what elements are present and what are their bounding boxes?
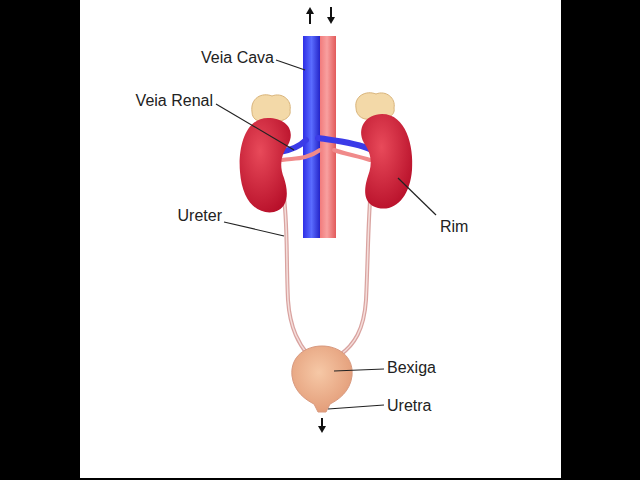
organ-label: Ureter: [178, 207, 222, 225]
vessel-label: Veia Cava: [201, 49, 274, 67]
organ-label: Rim: [440, 218, 468, 236]
organ-label: Bexiga: [387, 359, 436, 377]
organ-label: Uretra: [387, 397, 431, 415]
kidney: [240, 118, 291, 212]
leader-lines: [216, 60, 436, 409]
flow-arrows: [306, 7, 335, 24]
bladder: [292, 346, 352, 412]
kidney: [361, 114, 412, 209]
vessel-label: Veia Renal: [136, 92, 213, 110]
